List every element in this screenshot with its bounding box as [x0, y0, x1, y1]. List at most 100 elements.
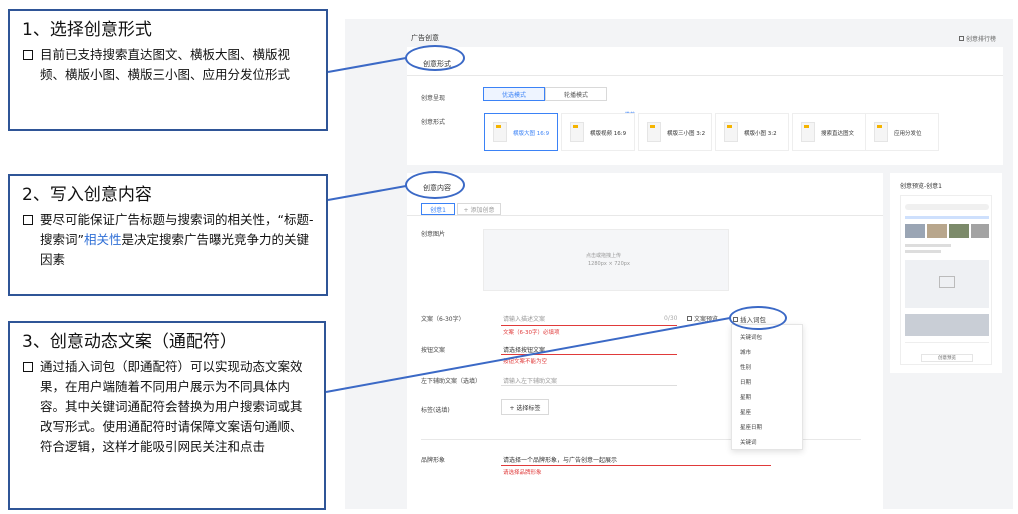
button-copy-select[interactable]: 请选择按钮文案: [503, 347, 546, 354]
creative-content-card: 创意内容 创意1 + 添加创意 创意图片 点击或拖拽上传 1280px × 72…: [407, 173, 883, 509]
preview-bottom-label: 创意预览: [921, 354, 973, 362]
image-placeholder-icon: [939, 276, 955, 288]
mode-optimized-button[interactable]: 优选模式: [483, 87, 545, 101]
phone-bottom-nav: [905, 342, 989, 350]
callout-body-text: 要尽可能保证广告标题与搜索词的相关性，“标题-搜索词”: [40, 212, 314, 247]
dropdown-item[interactable]: 性别: [740, 365, 752, 371]
dropdown-item[interactable]: 关键词包: [740, 335, 763, 341]
format-label-text: 横版大图 16:9: [513, 131, 550, 137]
phone-search-bar: [905, 204, 989, 210]
tags-label: 标签(选填): [421, 407, 450, 414]
callout-highlight-text: 相关性: [83, 232, 122, 247]
callout-title: 3、创意动态文案（通配符）: [22, 332, 237, 352]
dropdown-item[interactable]: 日期: [740, 380, 752, 386]
lower-left-label: 左下辅助文案（选填）: [421, 378, 482, 385]
phone-thumb: [905, 224, 925, 238]
callout-body-text: 是决定搜索广告曝光竞争力的关键因素: [40, 232, 310, 267]
image-label: 创意图片: [421, 231, 446, 238]
phone-thumb: [971, 224, 989, 238]
callout-body: 目前已支持搜索直达图文、横板大图、横版视频、横版小图、横版三小图、应用分发位形式: [22, 45, 314, 85]
format-thumb-icon: [801, 122, 815, 142]
format-label-text: 横版三小图 3:2: [667, 131, 706, 137]
callout-body: 要尽可能保证广告标题与搜索词的相关性，“标题-搜索词”相关性是决定搜索广告曝光竞…: [22, 210, 314, 270]
divider: [421, 439, 861, 440]
format-option-search-direct[interactable]: 搜索直达图文: [792, 113, 866, 151]
lower-left-underline: [501, 385, 677, 386]
phone-ad-image-placeholder: [905, 260, 989, 308]
tab-add-creative[interactable]: + 添加创意: [457, 203, 501, 215]
format-option-small-image[interactable]: 横版小图 3:2: [715, 113, 789, 151]
copy-label: 文案（6-30字）: [421, 316, 465, 323]
phone-feed-image: [905, 314, 989, 336]
format-thumb-icon: [493, 122, 507, 142]
button-copy-label: 按钮文案: [421, 347, 446, 354]
callout-body: 通过插入词包（即通配符）可以实现动态文案效果，在用户端随着不同用户展示为不同具体…: [22, 357, 312, 457]
mode-label: 创意呈现: [421, 95, 446, 102]
brand-select[interactable]: 请选择一个品牌形象，与广告创意一起展示: [503, 457, 618, 464]
phone-mockup: 创意预览: [900, 195, 992, 365]
format-option-large-image[interactable]: 横版大图 16:9: [484, 113, 558, 151]
highlight-ellipse-content: [405, 171, 465, 199]
tab-creative-1[interactable]: 创意1: [421, 203, 455, 215]
upload-size: 1280px × 720px: [588, 261, 630, 267]
lower-left-input[interactable]: 请输入左下辅助文案: [503, 378, 558, 385]
ad-creative-screenshot: 广告创意 创意排行榜 创意形式 创意呈现 优选模式 轮播模式 创意形式 推荐 横…: [345, 19, 1013, 509]
upload-hint: 点击或拖拽上传: [586, 253, 622, 259]
preview-icon: [687, 316, 692, 321]
select-tags-button[interactable]: + 选择标签: [501, 399, 549, 415]
dropdown-item[interactable]: 星座日期: [740, 425, 763, 431]
bullet-square-icon: [23, 50, 33, 60]
mode-carousel-button[interactable]: 轮播模式: [545, 87, 607, 101]
divider: [407, 215, 883, 216]
highlight-ellipse-wordpack: [729, 306, 787, 330]
page-title: 广告创意: [411, 34, 439, 42]
copy-input-underline: [501, 325, 677, 326]
format-option-video[interactable]: 横版视频 16:9: [561, 113, 635, 151]
brand-label: 品牌形象: [421, 457, 446, 464]
phone-text-line: [905, 244, 951, 247]
brand-underline: [501, 465, 771, 466]
callout-select-format: 1、选择创意形式 目前已支持搜索直达图文、横板大图、横版视频、横版小图、横版三小…: [8, 9, 328, 131]
button-copy-error: 按钮文案不能为空: [503, 359, 548, 365]
rank-icon: [959, 36, 964, 41]
copy-preview-button[interactable]: 文案预览: [687, 314, 718, 323]
phone-thumb: [949, 224, 969, 238]
callout-body-text: 目前已支持搜索直达图文、横板大图、横版视频、横版小图、横版三小图、应用分发位形式: [40, 47, 291, 82]
callout-dynamic-copy: 3、创意动态文案（通配符） 通过插入词包（即通配符）可以实现动态文案效果，在用户…: [8, 321, 326, 510]
wordpack-dropdown: 关键词包 城市 性别 日期 星期 星座 星座日期 关键词: [731, 324, 803, 450]
preview-title: 创意预览-创意1: [900, 183, 942, 190]
dropdown-item[interactable]: 星座: [740, 410, 752, 416]
dropdown-item[interactable]: 城市: [740, 350, 752, 356]
bullet-square-icon: [23, 362, 33, 372]
image-upload-area[interactable]: 点击或拖拽上传 1280px × 720px: [483, 229, 729, 291]
callout-body-text: 通过插入词包（即通配符）可以实现动态文案效果，在用户端随着不同用户展示为不同具体…: [40, 359, 303, 454]
format-thumb-icon: [647, 122, 661, 142]
format-option-three-images[interactable]: 横版三小图 3:2: [638, 113, 712, 151]
format-label-text: 应用分发位: [894, 131, 922, 137]
format-label-text: 横版小图 3:2: [744, 131, 777, 137]
format-thumb-icon: [570, 122, 584, 142]
highlight-ellipse-format: [405, 45, 465, 71]
phone-text-line: [905, 250, 941, 253]
creative-rank-link[interactable]: 创意排行榜: [959, 34, 996, 43]
phone-tab-bar: [905, 216, 989, 219]
phone-thumb: [927, 224, 947, 238]
callout-title: 2、写入创意内容: [22, 185, 152, 205]
format-label-text: 搜索直达图文: [821, 131, 855, 137]
button-copy-underline: [501, 354, 677, 355]
format-option-app-distribution[interactable]: 应用分发位: [865, 113, 939, 151]
copy-input[interactable]: 请输入描述文案: [503, 316, 546, 323]
brand-error: 请选择品牌形象: [503, 470, 542, 476]
callout-write-content: 2、写入创意内容 要尽可能保证广告标题与搜索词的相关性，“标题-搜索词”相关性是…: [8, 174, 328, 296]
format-thumb-icon: [724, 122, 738, 142]
bullet-square-icon: [23, 215, 33, 225]
callout-title: 1、选择创意形式: [22, 20, 152, 40]
dropdown-item[interactable]: 星期: [740, 395, 752, 401]
divider: [407, 75, 1003, 76]
copy-error: 文案（6-30字）必填项: [503, 330, 560, 336]
format-label: 创意形式: [421, 119, 446, 126]
dropdown-item[interactable]: 关键词: [740, 440, 757, 446]
format-label-text: 横版视频 16:9: [590, 131, 627, 137]
format-thumb-icon: [874, 122, 888, 142]
creative-preview-panel: 创意预览-创意1 创意预览: [890, 173, 1002, 373]
